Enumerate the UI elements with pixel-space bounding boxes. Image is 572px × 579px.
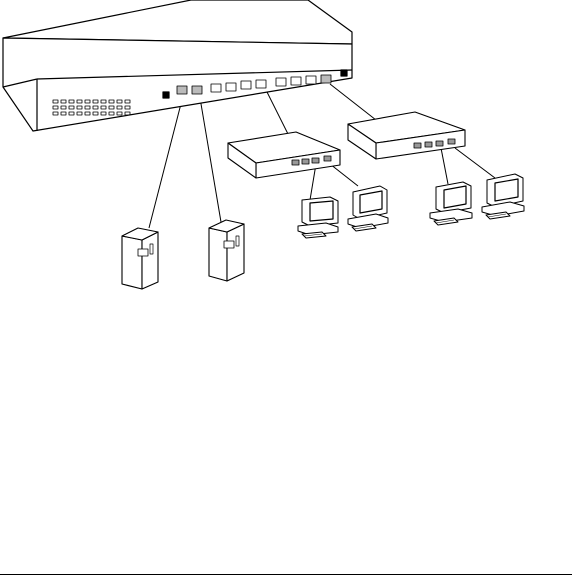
port xyxy=(291,77,301,85)
monitor-screen xyxy=(310,201,333,221)
monitor-screen xyxy=(444,186,466,208)
server-drive-bay xyxy=(138,249,148,256)
cable-switch-hub-right xyxy=(330,84,376,120)
cable-switch-server-1 xyxy=(149,92,184,228)
cable-hub-right-workstation-3 xyxy=(441,148,448,184)
port xyxy=(211,84,221,92)
port xyxy=(306,76,316,84)
port xyxy=(276,78,286,86)
monitor-screen xyxy=(360,191,382,213)
server-drive-bay xyxy=(150,244,153,254)
network-hub-icon xyxy=(348,112,465,159)
switch-top-face xyxy=(3,0,352,44)
server-drive-bay xyxy=(236,236,239,246)
cable-hub-right-workstation-4 xyxy=(455,148,495,178)
monitor-screen xyxy=(495,179,518,201)
port xyxy=(177,86,187,94)
port xyxy=(256,80,266,88)
cable-hub-left-workstation-2 xyxy=(330,164,358,186)
network-switch-icon xyxy=(3,0,352,131)
port xyxy=(321,75,331,83)
server-icon xyxy=(122,228,158,289)
server-side xyxy=(227,224,244,281)
server-front xyxy=(209,228,227,281)
server-side xyxy=(142,232,158,289)
computer-icon xyxy=(348,186,388,231)
server-front xyxy=(122,236,142,289)
computer-icon xyxy=(482,174,524,219)
status-led xyxy=(341,70,347,76)
computer-icon xyxy=(298,197,338,238)
status-led xyxy=(163,92,169,98)
computer-icon xyxy=(430,182,472,225)
port xyxy=(192,86,202,94)
server-drive-bay xyxy=(224,241,234,248)
network-hub-icon xyxy=(228,132,340,178)
port xyxy=(241,81,251,89)
footer-rule xyxy=(0,574,572,575)
cable-switch-server-2 xyxy=(199,92,221,222)
port xyxy=(226,83,236,91)
server-icon xyxy=(209,220,244,281)
